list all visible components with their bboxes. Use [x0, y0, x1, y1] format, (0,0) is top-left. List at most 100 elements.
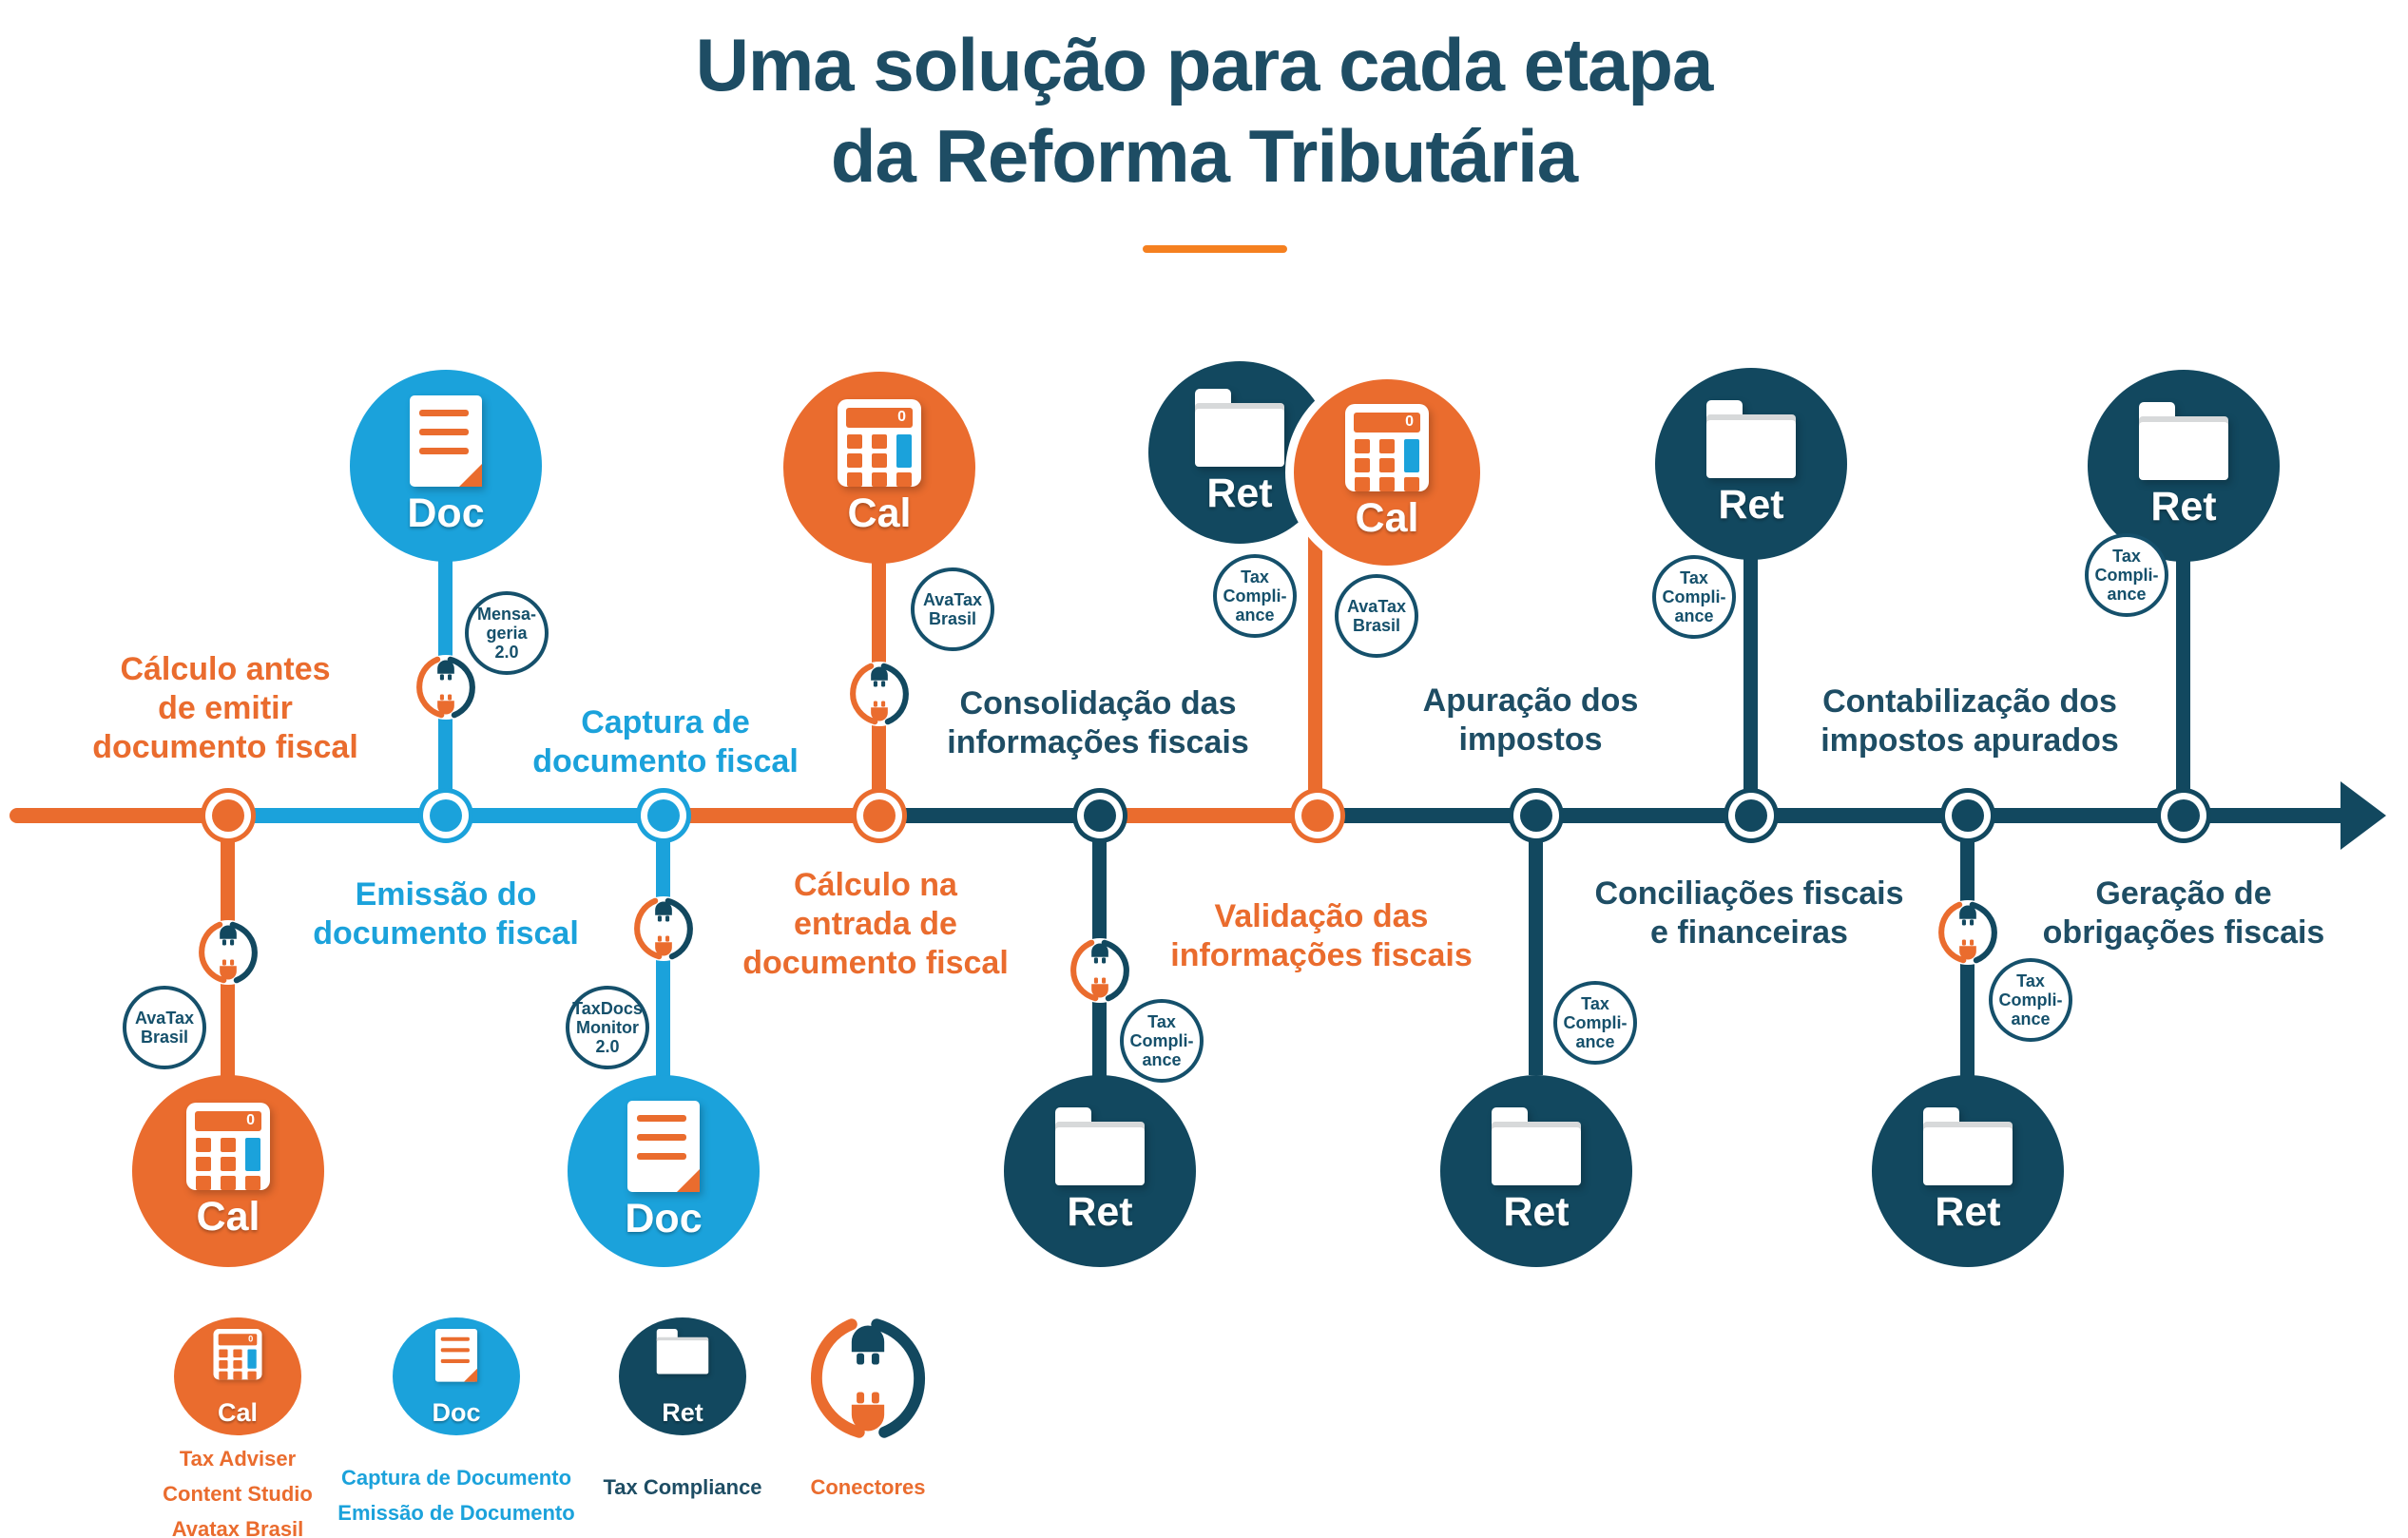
connector-plug-icon-4: [847, 662, 912, 726]
connector-plug-icon-5: [1068, 938, 1132, 1003]
stem-stage-8: [1743, 559, 1758, 816]
solution-circle-label: Cal: [1355, 494, 1419, 541]
solution-circle-label: Ret: [2150, 483, 2217, 529]
timeline-node-9: [1952, 799, 1984, 832]
calculator-icon: 0: [186, 1102, 270, 1190]
folder-icon: [2139, 401, 2228, 480]
folder-icon: [1706, 399, 1796, 478]
calculator-display: 0: [195, 1110, 261, 1131]
folder-icon: [1923, 1106, 2013, 1185]
solution-circle-label: Doc: [625, 1195, 703, 1241]
timeline-node-1: [212, 799, 244, 832]
title-line-2: da Reforma Tributária: [830, 114, 1578, 198]
folded-corner: [677, 1168, 700, 1192]
calculator-blue-key: [245, 1137, 260, 1171]
solution-circle-ret-stage-7: Ret: [1440, 1075, 1632, 1267]
timeline-node-6: [1301, 799, 1334, 832]
calculator-blue-key: [1404, 438, 1419, 472]
folder-icon: [1195, 388, 1284, 467]
calculator-icon: 0: [213, 1329, 262, 1380]
calculator-icon: 0: [1345, 403, 1429, 491]
solution-circle-label: Doc: [407, 490, 485, 536]
connector-plug-icon-2: [414, 655, 478, 720]
solution-circle-label: Ret: [1935, 1188, 2001, 1235]
connector-plug-icon-9: [1936, 900, 2000, 965]
solution-circle-ret-stage-9: Ret: [1872, 1075, 2064, 1267]
stem-stage-10: [2176, 561, 2190, 816]
solution-circle-doc-stage-3: Doc: [568, 1075, 760, 1267]
solution-circle-ret-stage-5: Ret: [1004, 1075, 1196, 1267]
timeline-segment-3: [664, 808, 882, 823]
timeline-segment-1: [10, 808, 228, 823]
timeline-segment-4: [882, 808, 1100, 823]
document-icon: [627, 1100, 700, 1192]
timeline-node-5: [1084, 799, 1116, 832]
legend-ret-circle: Ret: [619, 1317, 746, 1435]
timeline-node-2: [430, 799, 462, 832]
stem-stage-7: [1529, 816, 1543, 1075]
timeline-node-10: [2167, 799, 2200, 832]
stem-stage-6: [1308, 532, 1322, 816]
solution-circle-ret-stage-8: Ret: [1655, 368, 1847, 560]
calculator-display: 0: [846, 407, 913, 428]
calculator-icon: 0: [838, 398, 921, 487]
legend-circle-label: Doc: [432, 1398, 481, 1427]
connector-plug-icon-3: [631, 896, 696, 961]
solution-circle-ret-stage-10: Ret: [2088, 370, 2280, 562]
legend-circle-label: Ret: [662, 1398, 703, 1427]
timeline-node-3: [647, 799, 680, 832]
legend-circle-label: Cal: [217, 1398, 259, 1427]
title-divider: [1143, 245, 1287, 253]
document-icon: [410, 394, 482, 487]
folded-corner: [459, 463, 482, 487]
timeline-segment-6: [1318, 808, 2344, 823]
page-title: Uma solução para cada etapa da Reforma T…: [0, 19, 2408, 202]
solution-circle-label: Cal: [847, 490, 912, 536]
timeline-node-7: [1520, 799, 1552, 832]
timeline-segment-5: [1100, 808, 1318, 823]
solution-circle-label: Ret: [1503, 1188, 1570, 1235]
legend-doc-circle: Doc: [393, 1317, 520, 1435]
title-line-1: Uma solução para cada etapa: [695, 23, 1714, 106]
solution-circle-cal-stage-6: 0 Cal: [1294, 379, 1480, 566]
solution-circle-cal-stage-4: 0 Cal: [783, 372, 975, 564]
legend-ret-text: Tax Compliance: [603, 1475, 762, 1499]
timeline-arrow-icon: [2341, 781, 2386, 850]
legend-conectores-icon: [805, 1316, 931, 1441]
legend-cal-circle: 0 Cal: [174, 1317, 301, 1435]
calculator-display: 0: [1354, 412, 1420, 433]
solution-circle-cal-stage-1: 0 Cal: [132, 1075, 324, 1267]
folder-icon: [656, 1329, 709, 1375]
folder-icon: [1492, 1106, 1581, 1185]
timeline-node-4: [863, 799, 896, 832]
solution-circle-label: Ret: [1206, 470, 1273, 516]
document-icon: [434, 1329, 478, 1382]
solution-circle-label: Ret: [1067, 1188, 1133, 1235]
timeline-node-8: [1735, 799, 1767, 832]
folder-icon: [1055, 1106, 1145, 1185]
connector-plug-icon-1: [196, 920, 260, 985]
solution-circle-label: Ret: [1718, 481, 1784, 528]
